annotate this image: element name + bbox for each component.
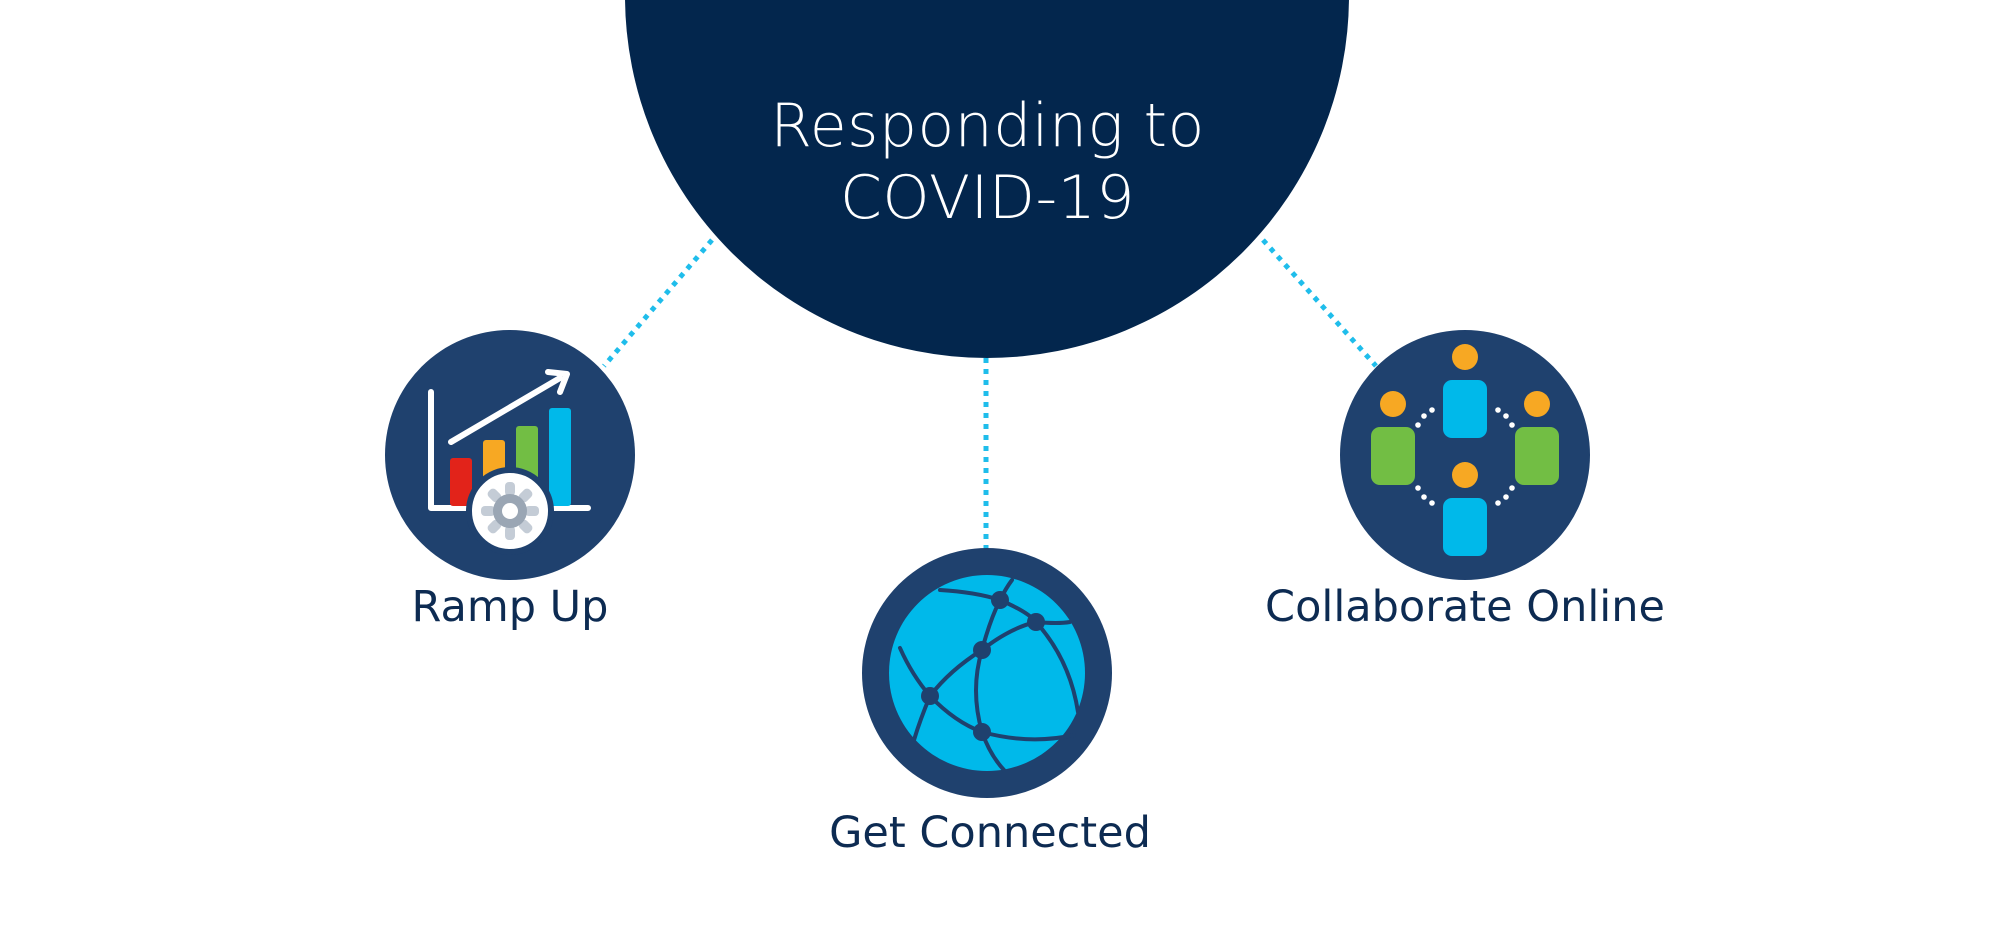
hub-title-line-2: COVID-19 [839,163,1135,233]
label-collaborate-online: Collaborate Online [1265,582,1665,632]
label-get-connected: Get Connected [829,808,1151,858]
connector-collaborate-online [1261,238,1378,368]
hub-title-line-1: Responding to [770,91,1205,161]
hub-title: Responding to COVID-19 [700,90,1275,234]
node-collaborate-online [1340,330,1590,580]
growth-chart-gear-icon [428,369,591,555]
connector-ramp-up [602,238,714,368]
node-ramp-up [385,330,635,580]
hub-circle [625,0,1349,358]
people-network-icon [1371,344,1559,556]
node-get-connected [862,548,1112,798]
network-globe-icon [889,575,1085,772]
label-ramp-up: Ramp Up [411,582,609,632]
